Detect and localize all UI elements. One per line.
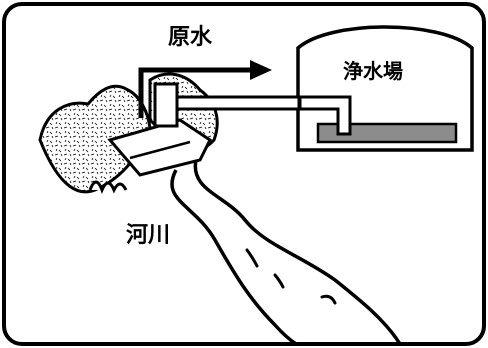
river-label: 河川 [126, 223, 170, 248]
right-arrow-icon [250, 60, 272, 80]
raw-water-label: 原水 [168, 25, 213, 50]
treatment-plant-label: 浄水場 [343, 59, 403, 83]
intake-gate [153, 82, 179, 128]
river-ripple [273, 273, 285, 289]
settling-basin [316, 122, 458, 144]
river-ripple [245, 248, 259, 268]
intake-channel-edge [129, 140, 191, 160]
river-left-bank [170, 169, 297, 346]
hill-base-bumps [88, 180, 128, 195]
intake-pipe [173, 95, 301, 111]
river-right-bank [193, 159, 402, 345]
raw-water-flow-arrow-shaft [138, 67, 252, 118]
outlet-pipe [298, 95, 352, 136]
river-ripple [320, 294, 337, 305]
hill-left [38, 84, 152, 194]
